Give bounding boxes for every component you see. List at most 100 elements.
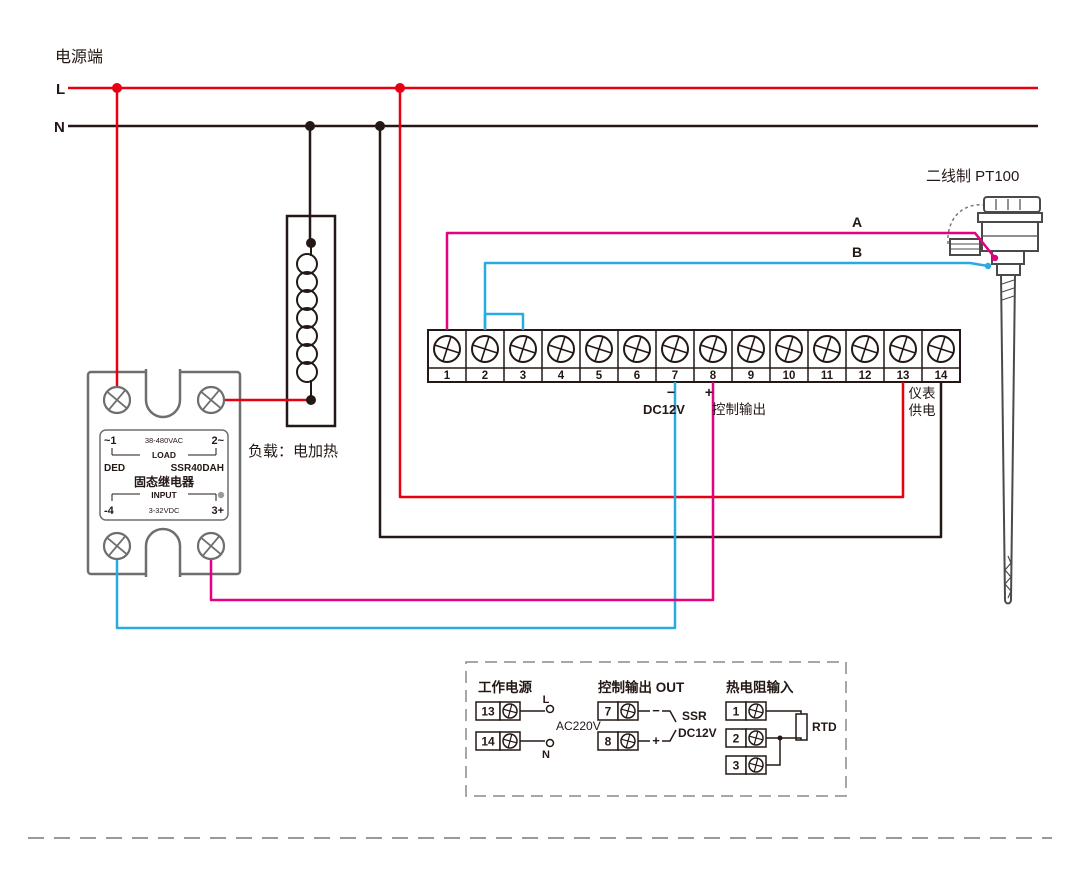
pt100-label: 二线制 PT100	[926, 168, 1019, 185]
legend-dc12v-label: DC12V	[678, 726, 717, 740]
legend-terminal-8: 8	[605, 735, 612, 749]
pt100-probe-hatch	[1001, 279, 1015, 285]
dc12v-label: DC12V	[643, 402, 685, 417]
ssr-load-label: LOAD	[152, 450, 176, 460]
heater-coil-loop	[296, 361, 318, 383]
heater-terminal-dot	[306, 395, 316, 405]
legend-voltage-label: AC220V	[556, 719, 601, 733]
pt100-collar	[996, 263, 1021, 276]
ssr-model-label: SSR40DAH	[171, 463, 224, 474]
terminal-number: 12	[859, 370, 872, 382]
ssr-input-label: INPUT	[151, 490, 177, 500]
ssr-bottom-notch	[144, 527, 182, 577]
legend-rtd-label: RTD	[812, 720, 837, 734]
pt100-sensor: 二线制 PT100	[926, 168, 1043, 605]
legend-terminal-14: 14	[481, 735, 495, 749]
terminal-number: 13	[897, 370, 910, 382]
pt100-cable-gland	[949, 238, 981, 256]
legend-rtd-wire-top	[766, 710, 802, 714]
terminal-number: 9	[748, 370, 754, 382]
legend-terminal-13: 13	[481, 705, 495, 719]
pt100-cap	[983, 196, 1041, 213]
ssr-relay: ~1 38-480VAC 2~ LOAD DED SSR40DAH 固态继电器 …	[86, 369, 242, 577]
wire-b-label: B	[852, 244, 862, 260]
legend-terminal-2: 2	[733, 732, 740, 746]
pt100-probe-hatch	[1001, 287, 1015, 293]
legend-rtd-title: 热电阻输入	[726, 679, 794, 695]
heater-coil-loop	[296, 271, 318, 293]
heater-label: 负载：电加热	[248, 443, 338, 460]
heater-load: 负载：电加热	[248, 214, 338, 460]
heater-coil-loop	[296, 253, 318, 275]
junction-dot	[112, 83, 122, 93]
terminal-number: 6	[634, 370, 640, 382]
ssr-label-plate	[99, 429, 229, 521]
strip-annotations: − DC12V + 控制输出 仪表 供电	[643, 384, 936, 418]
junction-dot	[395, 83, 405, 93]
meter-supply-label-2: 供电	[909, 403, 936, 418]
legend-n-contact-icon	[545, 738, 555, 748]
ssr-pin4-label: -4	[104, 505, 115, 517]
legend-box	[465, 661, 847, 797]
legend-terminal-1: 1	[733, 705, 740, 719]
heater-coil-loop	[296, 289, 318, 311]
legend-rtd-input: 热电阻输入 1 2 3 RTD	[725, 679, 837, 775]
ssr-pin2-label: 2~	[211, 435, 224, 447]
legend-control-output: 控制输出 OUT 7 − 8 + SSR DC12V	[597, 679, 717, 751]
dc12v-minus-label: −	[667, 384, 675, 400]
heater-coil-loop	[296, 325, 318, 347]
power-terminal-label: 电源端	[55, 48, 103, 66]
ssr-ac-rating: 38-480VAC	[145, 436, 184, 445]
heater-coil-loop	[296, 343, 318, 365]
ssr-pin3-label: 3+	[211, 505, 224, 517]
rtd-resistor-icon	[795, 713, 808, 741]
line-n-label: N	[54, 119, 65, 136]
legend: 工作电源 13 L 14 N AC220V 控制输出 OUT 7 −	[465, 661, 847, 797]
terminal-number: 11	[821, 370, 834, 382]
pt100-probe	[999, 274, 1017, 605]
ssr-name-label: 固态继电器	[134, 474, 195, 489]
heater-coil-loop	[296, 307, 318, 329]
terminal-number: 5	[596, 370, 603, 382]
legend-working-power: 工作电源 13 L 14 N AC220V	[475, 679, 601, 761]
terminal-number: 1	[444, 370, 451, 382]
legend-plus-label: +	[652, 733, 660, 748]
junction-dot	[305, 121, 315, 131]
control-output-label: 控制输出	[712, 402, 766, 417]
legend-terminal-3: 3	[733, 759, 740, 773]
wire-jumper-terminal2-3	[483, 312, 525, 330]
ssr-pin1-label: ~1	[104, 435, 117, 447]
terminal-number: 4	[558, 370, 565, 382]
wire-a-label: A	[852, 214, 862, 230]
wire-ssr4-to-terminal7	[115, 382, 677, 630]
legend-junction-dot	[777, 735, 783, 741]
wire-a-terminal1-to-sensor	[445, 231, 996, 330]
legend-terminal-7: 7	[605, 705, 612, 719]
legend-rtd-jumper	[766, 738, 781, 766]
junction-dots	[112, 83, 999, 405]
terminal-number: 14	[935, 370, 948, 382]
ssr-brand-label: DED	[104, 463, 125, 474]
pt100-probe-hatch	[1001, 295, 1015, 301]
legend-l-label: L	[543, 694, 550, 706]
wire-n-to-terminal14	[378, 126, 943, 539]
terminal-numbers: 1 2 3 4 5 6 7 8 9 10 11 12 13 14	[444, 370, 948, 382]
meter-supply-label-1: 仪表	[909, 386, 937, 401]
legend-working-power-title: 工作电源	[478, 679, 532, 695]
ssr-led-indicator-icon	[217, 491, 225, 499]
pt100-element-spring	[1004, 555, 1012, 599]
sensor-wire-b-dot	[984, 262, 992, 270]
terminal-number: 8	[710, 370, 717, 382]
terminal-number: 10	[783, 370, 796, 382]
sensor-wire-a-dot	[991, 254, 999, 262]
terminal-number: 3	[520, 370, 526, 382]
terminal-number: 2	[482, 370, 488, 382]
wire-b-terminal2-to-sensor	[483, 261, 989, 330]
legend-ssr-label: SSR	[682, 709, 707, 723]
line-l-label: L	[56, 81, 65, 98]
power-rails: 电源端 L N	[54, 48, 1038, 136]
legend-n-label: N	[542, 749, 550, 761]
legend-converge-line	[662, 729, 677, 742]
